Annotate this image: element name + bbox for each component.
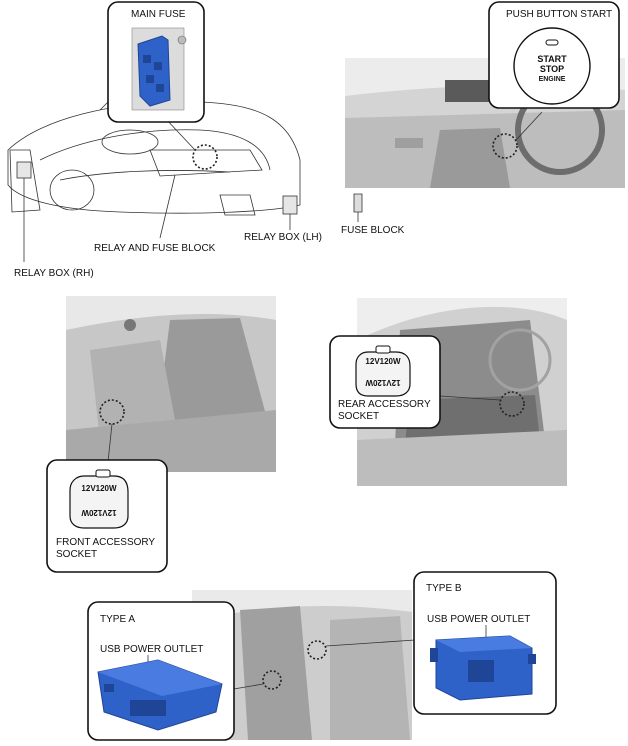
button-text-start: START (537, 54, 567, 64)
fuse-block-icon (353, 193, 363, 213)
type-b-callout: TYPE B USB POWER OUTLET (413, 571, 557, 715)
main-fuse-label: MAIN FUSE (131, 9, 186, 20)
usb-power-outlet-b-label: USB POWER OUTLET (427, 614, 530, 625)
relay-box-rh-label: RELAY BOX (RH) (14, 268, 94, 279)
front-accessory-socket-label-line2: SOCKET (56, 549, 97, 560)
button-text-stop: STOP (540, 64, 564, 74)
rear-socket-rating-mirrored: 12V120W (365, 378, 401, 387)
front-accessory-socket-label-line1: FRONT ACCESSORY (56, 537, 155, 548)
rear-accessory-socket-callout: 12V120W 12V120W REAR ACCESSORY SOCKET (329, 335, 441, 429)
front-socket-rating: 12V120W (81, 484, 117, 493)
fuse-block-label: FUSE BLOCK (341, 225, 405, 236)
rear-accessory-socket-label-line1: REAR ACCESSORY (338, 399, 431, 410)
main-fuse-callout: MAIN FUSE (107, 1, 205, 123)
push-button-start-callout: PUSH BUTTON START START STOP ENGINE (488, 1, 620, 109)
type-a-callout: TYPE A USB POWER OUTLET (87, 601, 235, 741)
type-b-label: TYPE B (426, 583, 462, 594)
front-cabin-photo (66, 296, 276, 472)
push-button-start-label: PUSH BUTTON START (506, 9, 612, 20)
front-socket-rating-mirrored: 12V120W (81, 508, 117, 517)
main-fuse-component (137, 35, 171, 107)
rear-accessory-socket-label-line2: SOCKET (338, 411, 379, 422)
front-accessory-socket-callout: 12V120W 12V120W FRONT ACCESSORY SOCKET (46, 459, 168, 573)
usb-power-outlet-a-label: USB POWER OUTLET (100, 644, 203, 655)
engine-bay-drawing (7, 95, 301, 262)
button-text-engine: ENGINE (539, 76, 566, 83)
type-a-label: TYPE A (100, 614, 135, 625)
relay-and-fuse-block-label: RELAY AND FUSE BLOCK (94, 243, 216, 254)
relay-box-lh-label: RELAY BOX (LH) (244, 232, 322, 243)
rear-socket-rating: 12V120W (365, 357, 401, 366)
